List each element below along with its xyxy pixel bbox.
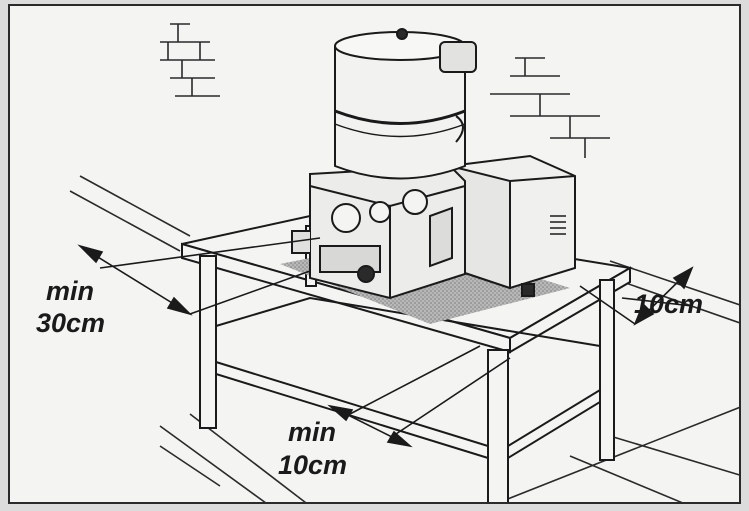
left-clearance-value: 30cm xyxy=(36,308,106,338)
installation-clearance-illustration xyxy=(69,23,739,502)
diagram-frame: min 30cm 10cm min 10cm xyxy=(8,4,741,504)
drum xyxy=(334,28,477,180)
right-clearance-value: 10cm xyxy=(634,289,704,319)
front-clearance-value: 10cm xyxy=(278,450,348,480)
mincer-body xyxy=(291,164,466,300)
brick-wall-left xyxy=(160,23,220,97)
left-clearance-min-label: min xyxy=(46,276,95,306)
dimension-lines xyxy=(77,237,694,448)
front-clearance-min-label: min xyxy=(288,417,337,447)
brick-wall-right xyxy=(490,57,610,158)
